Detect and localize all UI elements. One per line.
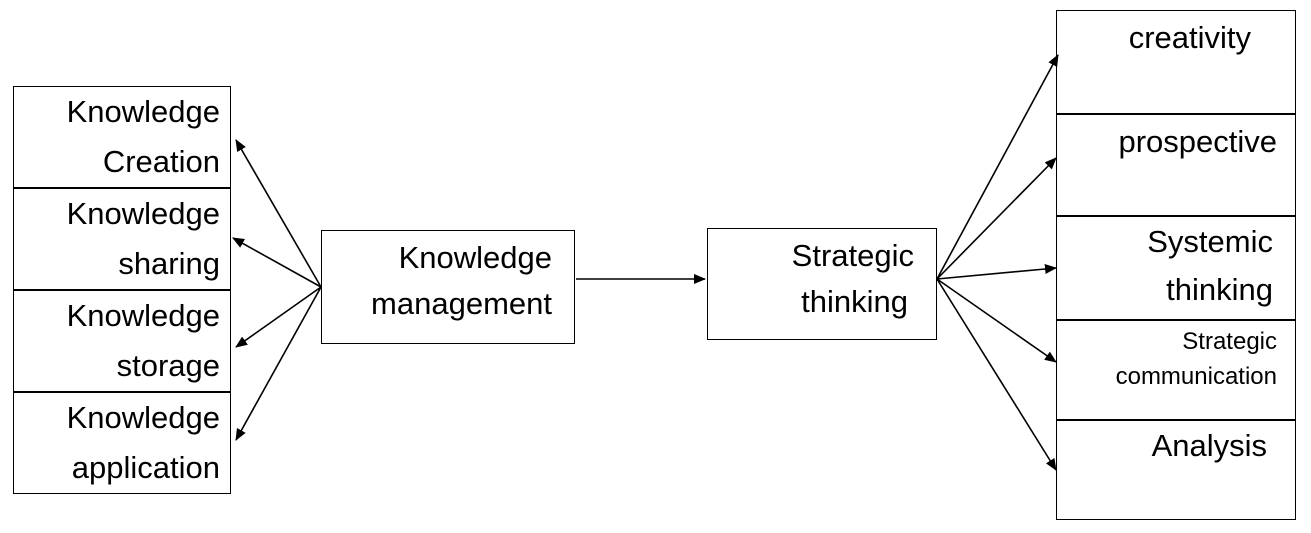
prospective-box: prospective	[1056, 114, 1296, 216]
knowledge-creation-box: Knowledge Creation	[13, 86, 231, 188]
arrow-st-to-creativity	[936, 54, 1059, 280]
box-label-line1: Knowledge	[66, 94, 220, 129]
box-label-line1: prospective	[1118, 124, 1277, 159]
box-label-line2: thinking	[801, 284, 908, 319]
box-label-line1: Knowledge	[398, 240, 552, 275]
strategic-thinking-box: Strategic thinking	[707, 228, 937, 340]
box-label-line1: Analysis	[1151, 428, 1267, 463]
knowledge-management-box: Knowledge management	[321, 230, 575, 344]
creativity-box: creativity	[1056, 10, 1296, 114]
box-label-line1: Strategic	[1182, 328, 1277, 355]
box-label-line1: Knowledge	[66, 196, 220, 231]
arrow-st-to-prospective	[936, 157, 1057, 280]
box-label-line1: Knowledge	[66, 298, 220, 333]
arrow-st-to-systemic	[936, 264, 1057, 280]
arrow-km-to-sharing	[232, 237, 322, 288]
arrow-st-to-analysis	[936, 278, 1057, 471]
box-label-line2: thinking	[1166, 272, 1273, 307]
knowledge-application-box: Knowledge application	[13, 392, 231, 494]
strategic-communication-box: Strategic communication	[1056, 320, 1296, 420]
box-label-line1: Systemic	[1147, 224, 1273, 259]
box-label-line2: storage	[116, 348, 220, 383]
box-label-line1: Strategic	[791, 238, 914, 273]
box-label-line2: communication	[1115, 363, 1277, 390]
arrow-km-to-storage	[235, 286, 322, 348]
box-label-line1: Knowledge	[66, 400, 220, 435]
box-label-line2: application	[71, 450, 220, 485]
analysis-box: Analysis	[1056, 420, 1296, 520]
arrow-km-to-creation	[235, 139, 322, 288]
box-label-line2: management	[371, 286, 552, 321]
knowledge-sharing-box: Knowledge sharing	[13, 188, 231, 290]
arrow-st-to-communication	[936, 278, 1057, 363]
knowledge-storage-box: Knowledge storage	[13, 290, 231, 392]
box-label-line1: creativity	[1128, 20, 1251, 55]
box-label-line2: sharing	[118, 246, 220, 281]
box-label-line2: Creation	[102, 144, 220, 179]
arrow-km-to-application	[235, 286, 322, 441]
systemic-thinking-box: Systemic thinking	[1056, 216, 1296, 320]
